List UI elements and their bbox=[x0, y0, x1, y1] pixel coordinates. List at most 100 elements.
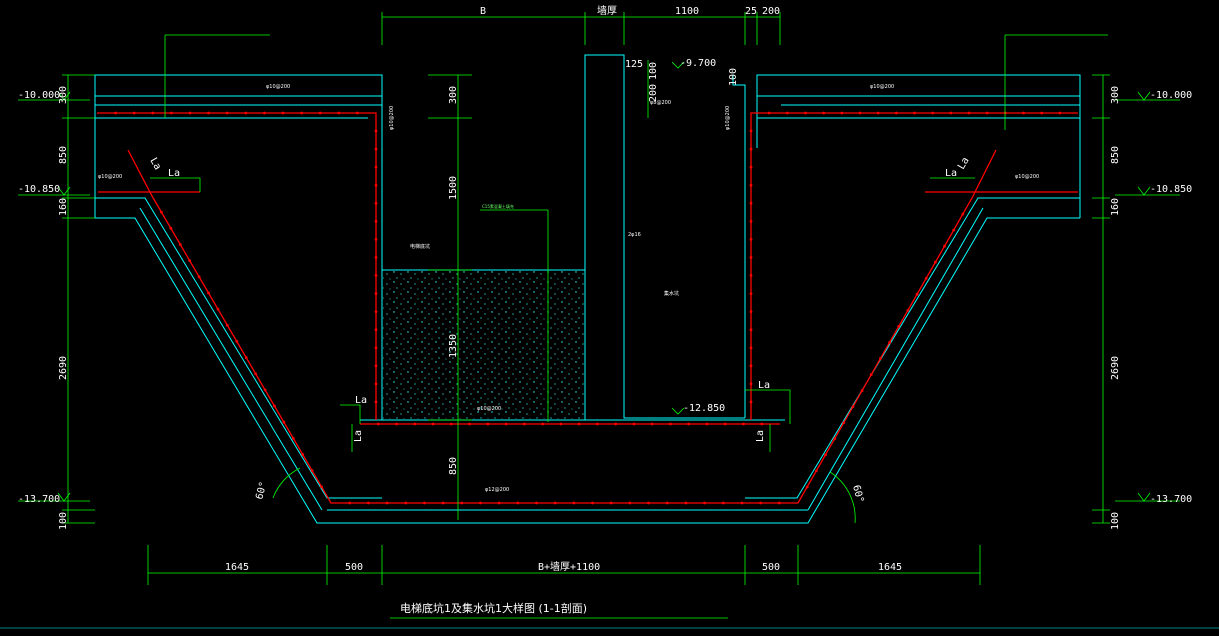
right-ledge bbox=[745, 197, 1080, 499]
rebar-dot bbox=[858, 111, 862, 115]
fill-note: C15素混凝土填充 bbox=[482, 203, 514, 209]
rebar-dot bbox=[281, 111, 285, 115]
right-slab-top bbox=[756, 74, 1081, 218]
rebar-dot bbox=[374, 364, 378, 368]
rebar-dot bbox=[723, 422, 727, 426]
rebar-dot bbox=[804, 111, 807, 115]
dim-right-300: 300 bbox=[1110, 86, 1121, 104]
rebar-dot bbox=[1058, 111, 1062, 115]
rebar-dot bbox=[263, 388, 267, 392]
dim-sump-100-right: 100 bbox=[728, 68, 739, 86]
la-pit-right-v: La bbox=[755, 430, 766, 442]
rebar-dot bbox=[851, 405, 855, 409]
rebar-dot bbox=[749, 310, 753, 314]
rebar-dot bbox=[805, 485, 809, 489]
rebar-label-wall-left: φ10@200 bbox=[389, 106, 395, 130]
rebar-dot bbox=[423, 501, 426, 505]
rebar-dot bbox=[628, 501, 632, 505]
rebar-dot bbox=[244, 356, 248, 359]
rebar-label-top-right: φ10@200 bbox=[870, 84, 894, 90]
rebar-dot bbox=[374, 328, 378, 332]
rebar-dot bbox=[504, 422, 508, 426]
dim-bottom-1645-left: 1645 bbox=[225, 562, 249, 573]
rebar-label-top-left: φ10@200 bbox=[266, 84, 290, 90]
rebar-dot bbox=[348, 501, 352, 505]
rebar-dot bbox=[431, 422, 435, 426]
rebar-dot bbox=[840, 111, 844, 115]
level-sump-top: -9.700 bbox=[680, 58, 716, 69]
rebar-dot bbox=[687, 422, 691, 426]
rebar-dot bbox=[749, 219, 753, 223]
rebar-dot bbox=[894, 111, 898, 115]
rebar-left-top bbox=[97, 112, 377, 420]
rebar-dot bbox=[879, 357, 882, 360]
room-label-sump: 集水坑 bbox=[664, 290, 679, 297]
rebar-dots bbox=[114, 111, 1062, 505]
rebar-dot bbox=[468, 422, 471, 426]
rebar-dot bbox=[933, 260, 937, 264]
la-left-ledge: La bbox=[168, 168, 180, 179]
rebar-dot bbox=[749, 346, 753, 350]
rebar-dot bbox=[777, 501, 781, 505]
rebar-dot bbox=[767, 111, 771, 115]
rebar-dot bbox=[650, 422, 654, 426]
rebar-dot bbox=[374, 292, 378, 295]
rebar-dot bbox=[749, 165, 753, 169]
dim-right-160: 160 bbox=[1110, 198, 1121, 216]
rebar-dot bbox=[404, 501, 408, 505]
dim-center-1500: 1500 bbox=[448, 176, 459, 200]
rebar-dot bbox=[291, 436, 295, 440]
dimension-lines bbox=[18, 12, 1180, 585]
rebar-dot bbox=[749, 274, 753, 277]
la-pit-left-v: La bbox=[353, 430, 364, 442]
rebar-dot bbox=[572, 501, 576, 505]
rebar-dot bbox=[374, 256, 378, 259]
dim-left-2690: 2690 bbox=[58, 356, 69, 380]
rebar-dot bbox=[497, 501, 501, 505]
rebar-dot bbox=[943, 244, 946, 248]
rebar-dot bbox=[413, 422, 417, 426]
rebar-dot bbox=[337, 111, 341, 115]
rebar-dot bbox=[740, 501, 744, 505]
rebar-dot bbox=[197, 275, 201, 279]
rebar-main-profile bbox=[127, 149, 997, 504]
rebar-dot bbox=[244, 111, 248, 115]
rebar-dot bbox=[824, 453, 827, 457]
rebar-dot bbox=[915, 292, 919, 296]
rebar-label-ledge-right: φ10@200 bbox=[1015, 174, 1039, 180]
angle-right: 60° bbox=[850, 484, 865, 504]
rebar-dot bbox=[814, 469, 818, 473]
rebar-label-sump-bar: 2φ16 bbox=[628, 232, 641, 238]
rebar-dot bbox=[614, 422, 618, 426]
la-right-slope: La bbox=[956, 156, 972, 172]
rebar-right-top bbox=[750, 112, 1078, 420]
level-pit-bottom: -12.850 bbox=[683, 403, 725, 414]
la-left-slope: La bbox=[147, 156, 163, 172]
rebar-dot bbox=[759, 501, 763, 505]
rebar-label-ledge-left: φ10@200 bbox=[98, 174, 122, 180]
rebar-dot bbox=[888, 341, 891, 344]
rebar-dot bbox=[395, 422, 398, 426]
rebar-dot bbox=[742, 422, 745, 426]
rebar-dot bbox=[906, 308, 910, 312]
rebar-label-wall-right: φ10@200 bbox=[725, 106, 731, 130]
rebar-dot bbox=[188, 259, 192, 263]
rebar-dot bbox=[749, 147, 753, 151]
dim-right-2690: 2690 bbox=[1110, 356, 1121, 380]
rebar-dot bbox=[647, 501, 650, 505]
dim-left-850: 850 bbox=[58, 146, 69, 164]
rebar-dot bbox=[374, 219, 378, 223]
concrete-outline bbox=[94, 54, 1081, 524]
dim-bottom-middle: B+墙厚+1100 bbox=[538, 560, 600, 573]
rebar-dot bbox=[749, 238, 753, 241]
rebar-dot bbox=[216, 307, 220, 311]
rebar-dot bbox=[632, 422, 636, 426]
rebar-label-bottom: φ12@200 bbox=[485, 487, 509, 493]
concrete-fill-hatch bbox=[383, 271, 584, 419]
rebar-dot bbox=[441, 501, 445, 505]
level-left-bottom: -13.700 bbox=[18, 494, 60, 505]
dim-bottom-1645-right: 1645 bbox=[878, 562, 902, 573]
la-pit-right: La bbox=[758, 380, 770, 391]
rebar-dot bbox=[273, 404, 276, 408]
